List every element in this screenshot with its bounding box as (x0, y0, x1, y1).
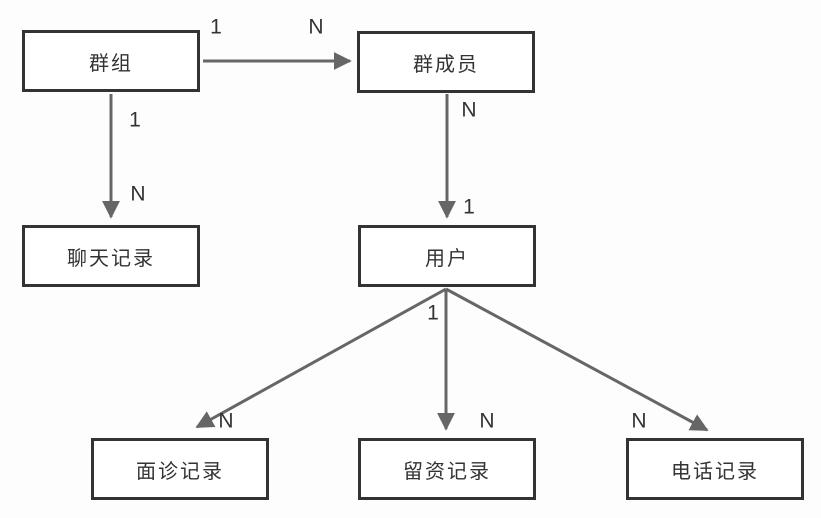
entity-group-member-label: 群成员 (413, 53, 479, 76)
entity-user: 用户 (358, 225, 536, 287)
cardinality-member-user-n: N (461, 98, 477, 122)
cardinality-group-member-1: 1 (210, 15, 222, 39)
cardinality-group-chat-n: N (130, 182, 146, 206)
entity-lead-record-label: 留资记录 (403, 460, 491, 483)
cardinality-user-1: 1 (427, 301, 439, 325)
entity-consult-record-label: 面诊记录 (136, 460, 224, 483)
cardinality-user-consult-n: N (218, 409, 234, 433)
entity-call-record-label: 电话记录 (671, 460, 759, 483)
cardinality-user-call-n: N (631, 409, 647, 433)
entity-user-label: 用户 (425, 247, 469, 270)
arrow-user-to-consult (195, 287, 447, 429)
entity-group-label: 群组 (89, 52, 133, 75)
entity-call-record: 电话记录 (626, 438, 804, 500)
cardinality-user-lead-n: N (479, 409, 495, 433)
cardinality-group-chat-1: 1 (129, 108, 141, 132)
entity-consult-record: 面诊记录 (91, 438, 269, 500)
arrow-user-to-call (445, 287, 709, 432)
entity-lead-record: 留资记录 (358, 438, 536, 500)
cardinality-member-user-1: 1 (463, 195, 475, 219)
entity-chat-record: 聊天记录 (22, 225, 200, 287)
entity-group-member: 群成员 (357, 31, 535, 93)
entity-group: 群组 (22, 30, 200, 92)
entity-chat-record-label: 聊天记录 (67, 247, 155, 270)
cardinality-group-member-n: N (308, 15, 324, 39)
